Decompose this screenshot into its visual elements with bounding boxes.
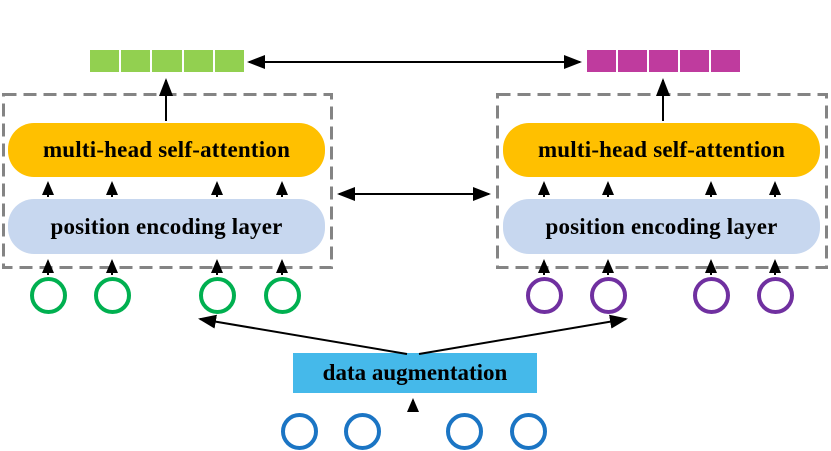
embedding-segment — [90, 50, 120, 72]
mhsa-box-right: multi-head self-attention — [503, 123, 820, 177]
pel-box-left: position encoding layer — [8, 199, 325, 254]
right-embedding-bar — [585, 48, 742, 74]
token-circle-purple-4 — [757, 277, 794, 314]
token-circle-purple-1 — [526, 277, 563, 314]
token-circle-purple-3 — [693, 277, 730, 314]
augmentation-arrow-right — [418, 314, 628, 355]
embedding-segment — [618, 50, 647, 72]
pel-label-left: position encoding layer — [50, 213, 283, 239]
embedding-segment — [152, 50, 182, 72]
token-circle-green-3 — [199, 277, 236, 314]
embedding-segment — [711, 50, 740, 72]
data-augmentation-label: data augmentation — [322, 360, 508, 385]
input-circle-blue-2 — [344, 413, 381, 450]
embedding-segment — [183, 50, 213, 72]
embedding-segment — [680, 50, 709, 72]
pel-label-right: position encoding layer — [545, 213, 778, 239]
embedding-segment — [587, 50, 616, 72]
mhsa-label-right: multi-head self-attention — [537, 137, 786, 162]
input-circle-blue-1 — [281, 413, 318, 450]
input-circle-blue-4 — [510, 413, 547, 450]
left-embedding-bar — [88, 48, 246, 74]
token-circle-green-1 — [30, 277, 67, 314]
pel-box-right: position encoding layer — [503, 199, 820, 254]
token-circle-green-2 — [94, 277, 131, 314]
embedding-segment — [214, 50, 245, 72]
token-circle-green-4 — [264, 277, 301, 314]
input-circle-blue-3 — [446, 413, 483, 450]
embedding-segment — [121, 50, 151, 72]
mhsa-box-left: multi-head self-attention — [8, 123, 325, 177]
data-augmentation-box: data augmentation — [293, 353, 537, 393]
augmentation-arrow-left — [198, 314, 408, 355]
embedding-segment — [649, 50, 678, 72]
mhsa-label-left: multi-head self-attention — [42, 137, 291, 162]
token-circle-purple-2 — [590, 277, 627, 314]
